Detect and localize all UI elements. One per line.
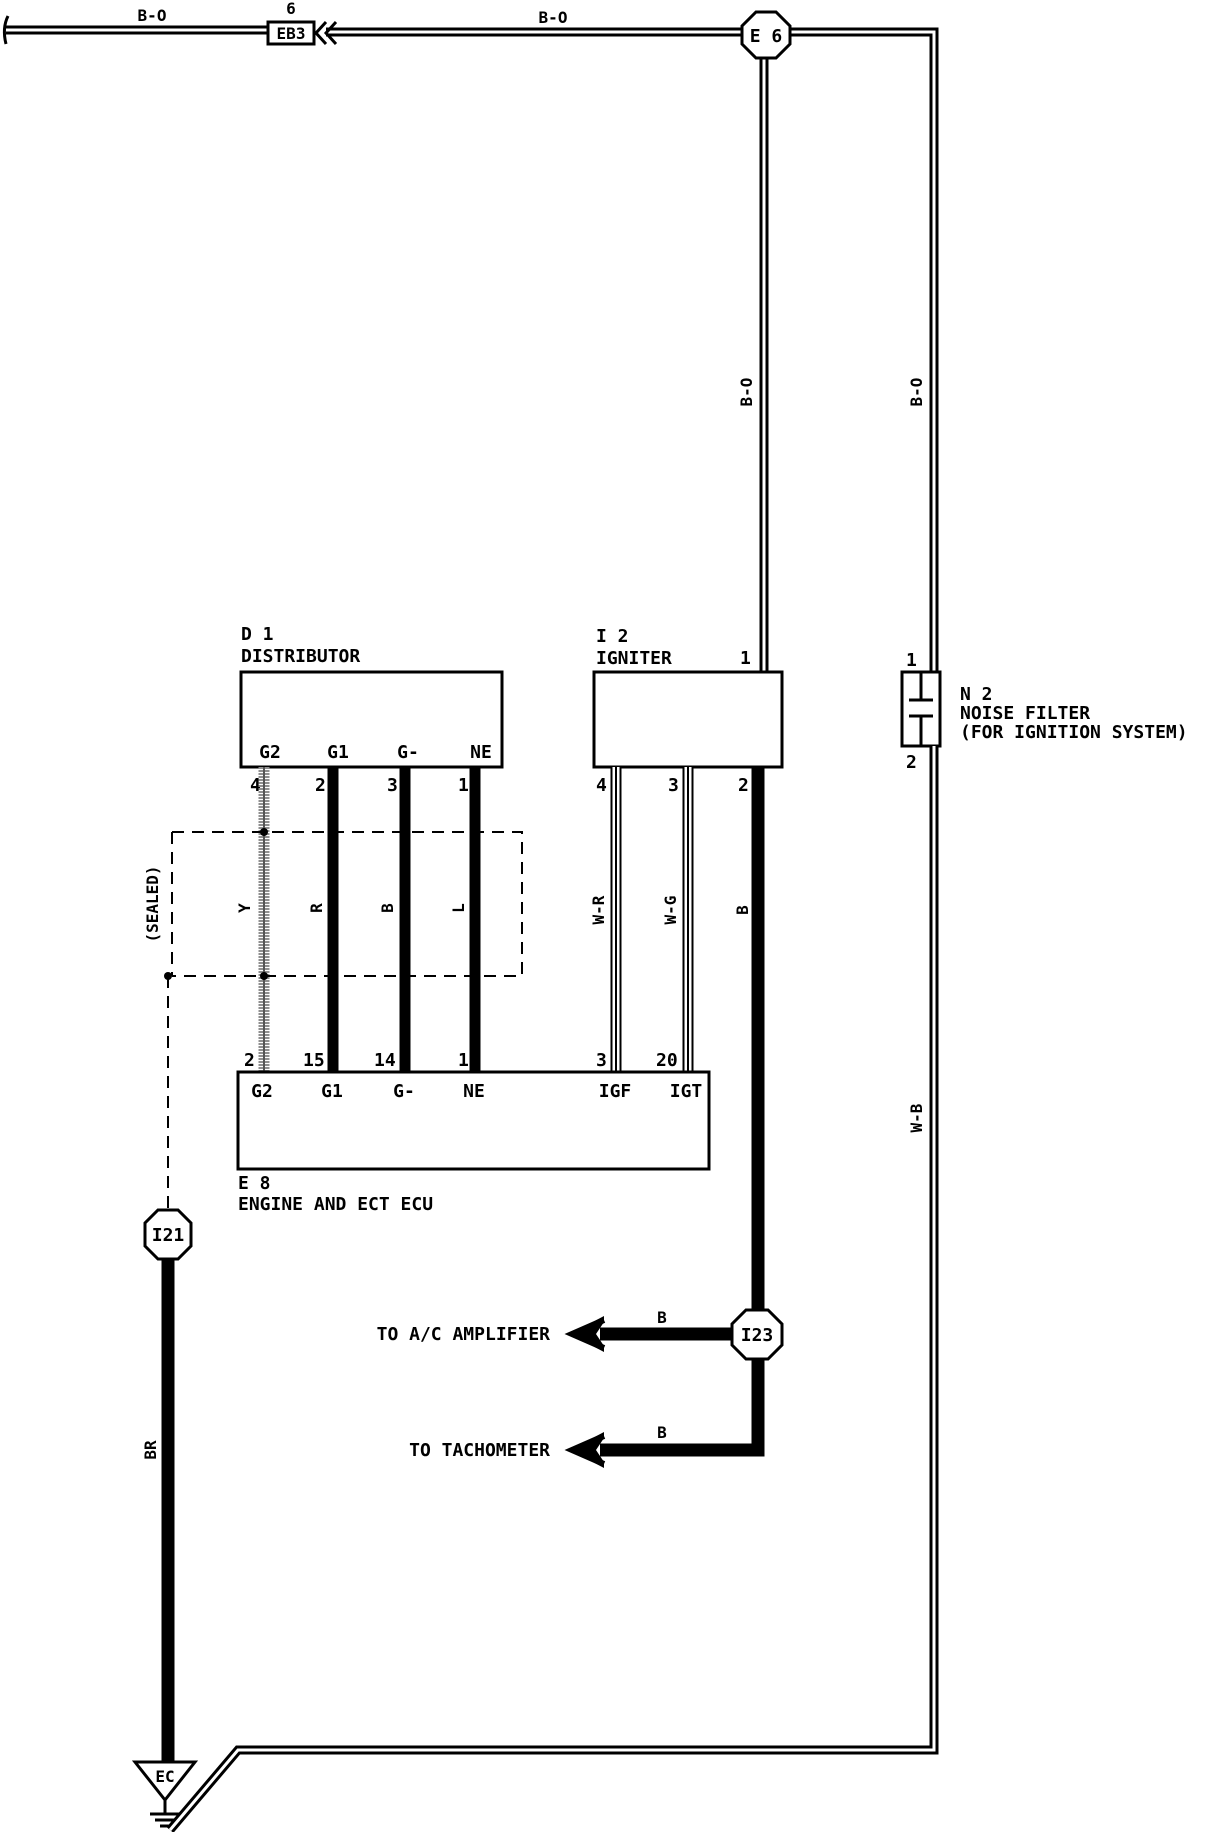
noise-filter-note: (FOR IGNITION SYSTEM) (960, 722, 1188, 743)
wire-wb (166, 746, 939, 1832)
distributor-pin-2: 2 (315, 775, 326, 796)
ecu-terminal-ne: NE (463, 1081, 485, 1102)
capacitor-icon (909, 672, 933, 746)
junction-i21-label: I21 (152, 1225, 185, 1246)
distributor-code: D 1 (241, 624, 274, 645)
sealed-label: (SEALED) (143, 865, 162, 942)
distributor-terminal-g2: G2 (259, 742, 281, 763)
distributor-pin-1: 1 (458, 775, 469, 796)
ecu-terminal-igf: IGF (599, 1081, 632, 1102)
junction-e6-label: E 6 (750, 26, 783, 47)
tach-wire-label: B (657, 1423, 667, 1442)
wire-label-br: BR (141, 1440, 160, 1460)
wire-label-e6-igniter: B-O (737, 378, 756, 407)
ecu-pin-1: 1 (458, 1050, 469, 1071)
ecu-terminal-igt: IGT (670, 1081, 703, 1102)
wire-label-igniter-b: B (733, 905, 752, 915)
ground-ec-triangle (131, 1760, 199, 1803)
ecu-pin-14: 14 (374, 1050, 396, 1071)
ecu-pin-3: 3 (596, 1050, 607, 1071)
distributor-terminal-g1: G1 (327, 742, 349, 763)
ground-icon (150, 1800, 180, 1828)
connector-eb3-label: EB3 (277, 24, 306, 43)
wire-label-y: Y (235, 903, 254, 913)
ecu-name: ENGINE AND ECT ECU (238, 1194, 433, 1215)
ecu-box (236, 1070, 711, 1171)
wire-label-wr: W-R (589, 895, 608, 924)
ecu-pin-15: 15 (303, 1050, 325, 1071)
ground-ec-label: EC (155, 1767, 174, 1786)
wire-label-noise-filter: B-O (907, 378, 926, 407)
ecu-pin-20: 20 (656, 1050, 678, 1071)
wire-b-igniter (600, 767, 765, 1457)
igniter-box (592, 670, 784, 769)
distributor-wires (258, 767, 481, 1072)
distributor-box (239, 670, 504, 769)
igniter-code: I 2 (596, 626, 629, 647)
wire-label-wb: W-B (907, 1103, 926, 1132)
wire-label-top-right: B-O (539, 8, 568, 27)
tachometer-label: TO TACHOMETER (409, 1440, 550, 1461)
wire-label-l: L (449, 903, 468, 913)
igniter-pin-4: 4 (596, 775, 607, 796)
noise-filter-name: NOISE FILTER (960, 703, 1090, 724)
ecu-code: E 8 (238, 1173, 271, 1194)
distributor-terminal-ne: NE (470, 742, 492, 763)
wire-label-b: B (378, 903, 397, 913)
distributor-pin-3: 3 (387, 775, 398, 796)
wire-label-wg: W-G (661, 896, 680, 925)
distributor-name: DISTRIBUTOR (241, 646, 360, 667)
ecu-pin-2: 2 (244, 1050, 255, 1071)
igniter-name: IGNITER (596, 648, 672, 669)
igniter-pin-top: 1 (740, 648, 751, 669)
junction-i21 (143, 1208, 193, 1261)
noise-filter-pin-2: 2 (906, 752, 917, 773)
ac-amplifier-label: TO A/C AMPLIFIER (377, 1324, 551, 1345)
sealed-shield (167, 831, 523, 1210)
connector-eb3 (266, 20, 338, 46)
wire-br (158, 1256, 175, 1775)
junction-i23 (730, 1308, 784, 1361)
wire-label-top-left: B-O (138, 6, 167, 25)
wire-label-r: R (307, 903, 326, 913)
ac-wire-label: B (657, 1308, 667, 1327)
distributor-pin-4: 4 (250, 775, 261, 796)
junction-i23-label: I23 (741, 1325, 774, 1346)
ecu-terminal-g2: G2 (251, 1081, 273, 1102)
igniter-ecu-wires (610, 767, 694, 1072)
noise-filter-pin-1: 1 (906, 650, 917, 671)
distributor-terminal-gminus: G- (397, 742, 419, 763)
igniter-pin-3: 3 (668, 775, 679, 796)
igniter-pin-2: 2 (738, 775, 749, 796)
connector-eb3-pin: 6 (286, 0, 296, 18)
ecu-terminal-g1: G1 (321, 1081, 343, 1102)
junction-e6 (740, 10, 792, 60)
top-harness (2, 15, 939, 672)
noise-filter-code: N 2 (960, 684, 993, 705)
ecu-terminal-gminus: G- (393, 1081, 415, 1102)
